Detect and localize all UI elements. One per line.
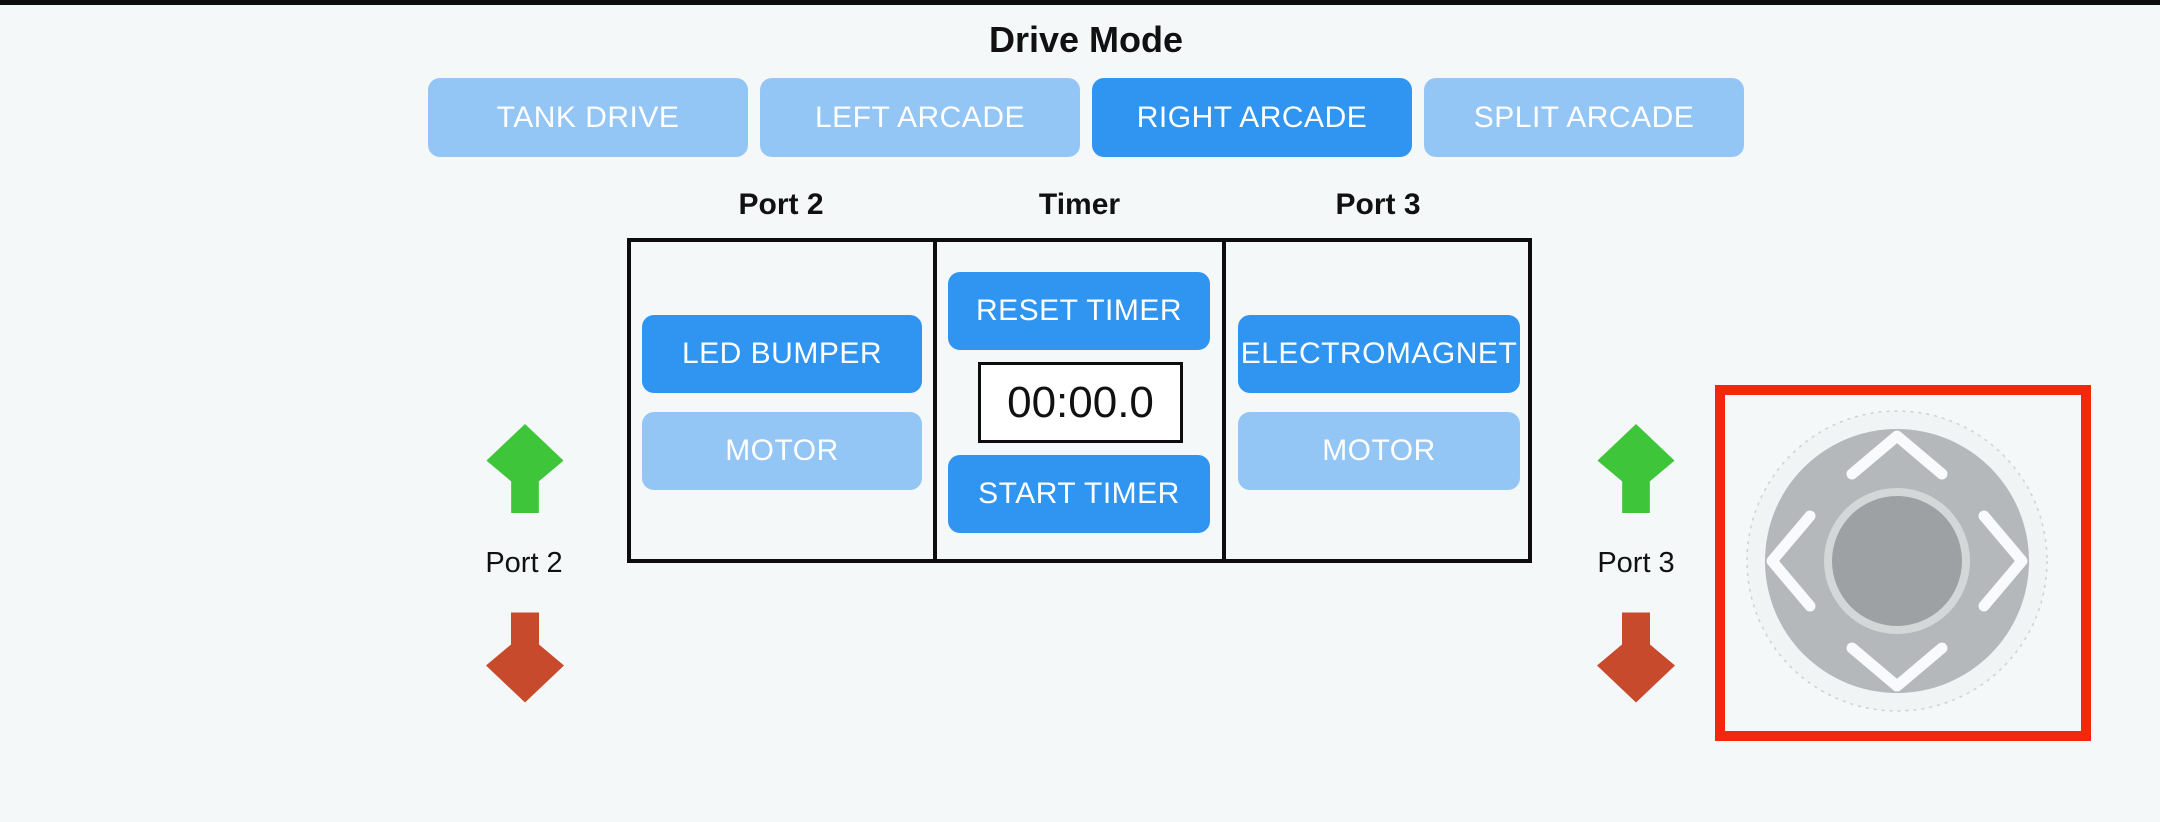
port-2-motor-button[interactable]: MOTOR <box>642 412 922 490</box>
joystick-down-chevron-icon <box>1846 642 1948 692</box>
control-table <box>627 238 1532 563</box>
port-3-column-header: Port 3 <box>1335 188 1421 221</box>
port-3-label: Port 3 <box>1597 547 1675 579</box>
start-timer-button[interactable]: START TIMER <box>948 455 1210 533</box>
table-divider-right <box>1222 238 1226 563</box>
joystick-left-chevron-icon <box>1766 510 1816 612</box>
table-divider-left <box>933 238 937 563</box>
joystick-highlight-border <box>1715 385 2091 741</box>
timer-display: 00:00.0 <box>978 362 1183 443</box>
top-border-bar <box>0 0 2160 5</box>
port-3-up-arrow-icon[interactable] <box>1597 424 1675 513</box>
port-2-down-arrow-icon[interactable] <box>486 611 564 704</box>
reset-timer-button[interactable]: RESET TIMER <box>948 272 1210 350</box>
drive-mode-button-row: TANK DRIVE LEFT ARCADE RIGHT ARCADE SPLI… <box>428 78 1744 157</box>
tank-drive-button[interactable]: TANK DRIVE <box>428 78 748 157</box>
led-bumper-button[interactable]: LED BUMPER <box>642 315 922 393</box>
port-2-column-header: Port 2 <box>738 188 824 221</box>
port-2-up-arrow-icon[interactable] <box>486 424 564 513</box>
timer-column-header: Timer <box>1038 188 1121 221</box>
port-3-down-arrow-icon[interactable] <box>1597 611 1675 704</box>
port-3-motor-button[interactable]: MOTOR <box>1238 412 1520 490</box>
directional-joystick[interactable] <box>1715 385 2091 741</box>
joystick-right-chevron-icon <box>1978 510 2028 612</box>
port-2-label: Port 2 <box>485 547 563 579</box>
split-arcade-button[interactable]: SPLIT ARCADE <box>1424 78 1744 157</box>
joystick-up-chevron-icon <box>1846 430 1948 480</box>
right-arcade-button[interactable]: RIGHT ARCADE <box>1092 78 1412 157</box>
electromagnet-button[interactable]: ELECTROMAGNET <box>1238 315 1520 393</box>
left-arcade-button[interactable]: LEFT ARCADE <box>760 78 1080 157</box>
drive-mode-title: Drive Mode <box>988 19 1184 60</box>
joystick-knob <box>1832 496 1962 626</box>
